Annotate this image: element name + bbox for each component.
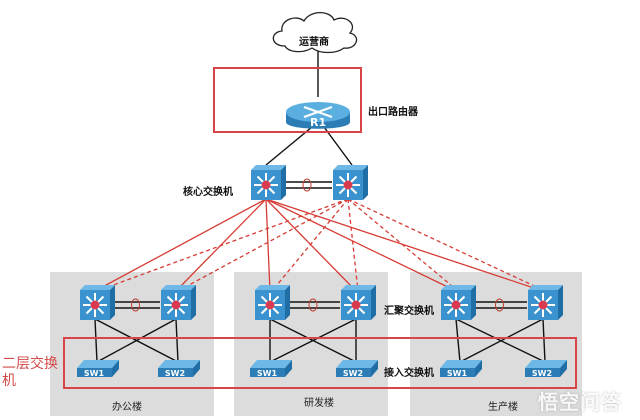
- agg-access-link-0-3: [96, 318, 177, 363]
- core1-agg-link-2: [265, 198, 271, 292]
- core-to-aggregation-links: [94, 178, 546, 292]
- aggregation-switch-4-icon: [341, 285, 376, 320]
- core2-agg-link-2: [271, 198, 349, 292]
- aggregation-switch-6-icon: [528, 285, 563, 320]
- agg-access-link-0-1: [175, 318, 179, 363]
- agg-access-link-2-1: [542, 318, 546, 363]
- access-layer-highlight-box: [63, 337, 577, 389]
- aggregation-bundle-link-1: [286, 298, 340, 312]
- core2-agg-link-5: [347, 198, 546, 292]
- core-switch-label: 核心交换机: [183, 187, 233, 198]
- watermark-text: 悟空问答: [538, 390, 622, 414]
- core1-agg-link-5: [265, 198, 544, 292]
- access-switch-4-icon: SW2: [336, 360, 378, 378]
- uplink-lines: [265, 50, 353, 166]
- access-switch-3-icon: SW1: [250, 360, 292, 378]
- agg-access-link-2-0: [455, 318, 461, 363]
- access-switch-1-icon: SW1: [77, 360, 119, 378]
- access-switch-3-icon-label: SW1: [257, 369, 278, 378]
- aggregation-switch-3-icon: [255, 285, 290, 320]
- access-switch-6-icon: SW2: [525, 360, 567, 378]
- router-core2-link: [323, 126, 353, 166]
- agg-access-link-0-0: [94, 318, 98, 363]
- building-label-rnd: 研发楼: [304, 398, 334, 409]
- router-highlight-box: [213, 67, 362, 133]
- core1-agg-link-3: [265, 198, 357, 292]
- access-switch-5-icon-label: SW1: [447, 369, 468, 378]
- access-switch-2-icon: SW2: [158, 360, 200, 378]
- core1-agg-link-0: [94, 198, 267, 292]
- core-switch-1-icon: [251, 165, 286, 200]
- access-switch-4-icon-label: SW2: [343, 369, 363, 378]
- core1-agg-link-4: [265, 198, 457, 292]
- layer2-switch-annotation: 二层交换机: [2, 356, 58, 389]
- aggregation-switch-1-icon: [80, 285, 115, 320]
- core2-agg-link-0: [96, 198, 349, 292]
- core1-agg-link-1: [175, 198, 267, 292]
- isp-cloud-icon: [272, 11, 358, 54]
- agg-access-link-1-3: [269, 318, 357, 363]
- aggregation-bundle-link-0: [111, 298, 160, 312]
- core2-agg-link-3: [347, 198, 359, 292]
- agg-access-link-2-3: [459, 318, 544, 363]
- core-switch-2-icon: [333, 165, 368, 200]
- building-label-office: 办公楼: [112, 402, 142, 413]
- router-r1-icon: [286, 102, 350, 129]
- aggregation-bundle-link-2: [472, 298, 527, 312]
- access-switch-5-icon: SW1: [440, 360, 482, 378]
- router-role-label: 出口路由器: [368, 107, 418, 118]
- access-switch-1-icon-label: SW1: [84, 369, 105, 378]
- access-switch-6-icon-label: SW2: [532, 369, 552, 378]
- aggregation-switch-2-icon: [161, 285, 196, 320]
- aggregation-access-links: [94, 298, 546, 363]
- router-core1-link: [265, 126, 313, 166]
- building-label-production: 生产楼: [488, 402, 518, 413]
- aggregation-switch-label: 汇聚交换机: [384, 306, 434, 317]
- access-switch-label: 接入交换机: [384, 368, 434, 379]
- core2-agg-link-1: [177, 198, 349, 292]
- aggregation-switch-5-icon: [441, 285, 476, 320]
- router-name-label: R1: [310, 116, 327, 129]
- core-bundle-link: [282, 178, 332, 192]
- isp-label: 运营商: [299, 37, 329, 48]
- access-switch-2-icon-label: SW2: [165, 369, 185, 378]
